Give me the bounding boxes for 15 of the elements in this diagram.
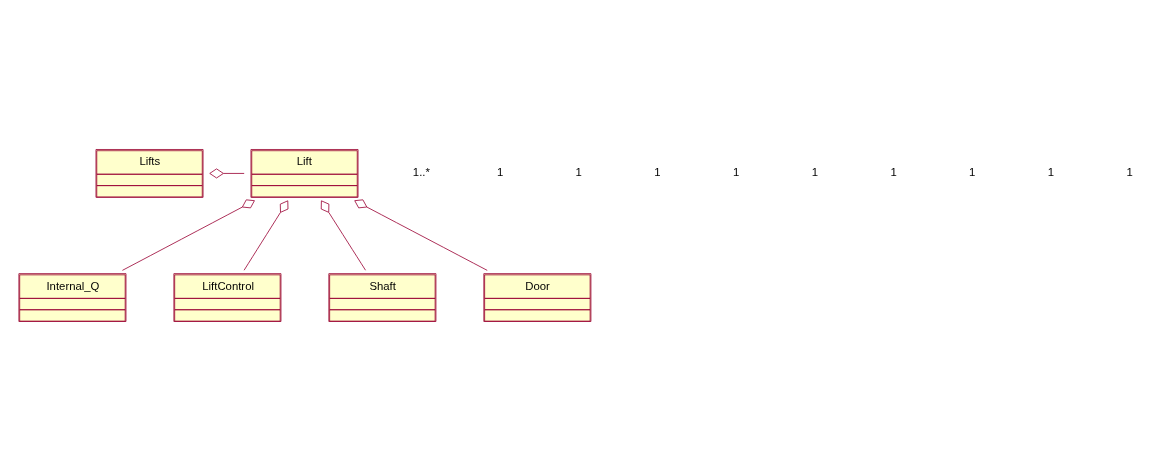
label: 1 — [733, 165, 740, 178]
connector — [320, 199, 366, 271]
label: 1 — [811, 165, 819, 178]
label: 1 — [496, 165, 504, 178]
label: 1 — [575, 165, 582, 178]
label: 1 — [969, 165, 976, 178]
label: 1 — [1126, 165, 1133, 178]
label: 1 — [1047, 165, 1055, 178]
label: 1 — [654, 165, 661, 178]
connector — [354, 198, 488, 271]
connector — [122, 198, 255, 271]
label: 1 — [890, 165, 897, 178]
connector — [209, 167, 245, 178]
label: 1..* — [412, 165, 430, 178]
connector — [243, 199, 289, 271]
